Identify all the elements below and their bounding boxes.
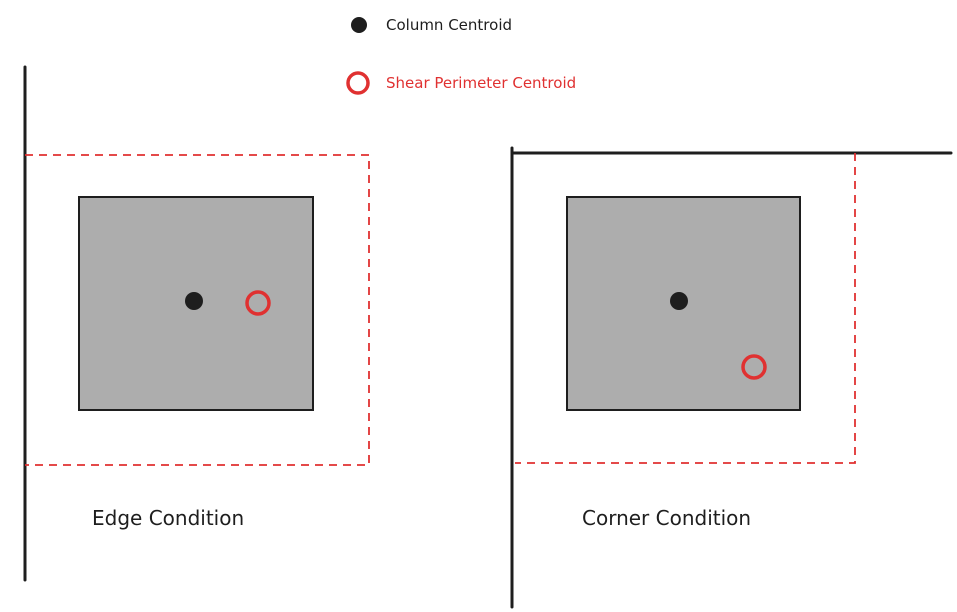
edge-condition-title: Edge Condition xyxy=(92,506,244,530)
corner-condition-panel: Corner Condition xyxy=(510,146,953,609)
legend-shear-perimeter-marker xyxy=(346,71,370,95)
shear-perimeter-outline xyxy=(25,154,370,466)
column-centroid xyxy=(185,292,203,310)
legend-shear-perimeter-label: Shear Perimeter Centroid xyxy=(386,74,576,92)
corner-condition-title: Corner Condition xyxy=(582,506,751,530)
column-centroid xyxy=(670,292,688,310)
shear-perimeter-centroid xyxy=(741,354,767,380)
shear-perimeter-outline xyxy=(515,153,856,464)
legend-column-centroid-marker xyxy=(351,17,367,33)
edge-condition-panel: Edge Condition xyxy=(23,65,370,582)
legend-column-centroid-label: Column Centroid xyxy=(386,16,512,34)
legend: Column Centroid Shear Perimeter Centroid xyxy=(346,16,576,95)
shear-perimeter-centroid xyxy=(245,290,271,316)
